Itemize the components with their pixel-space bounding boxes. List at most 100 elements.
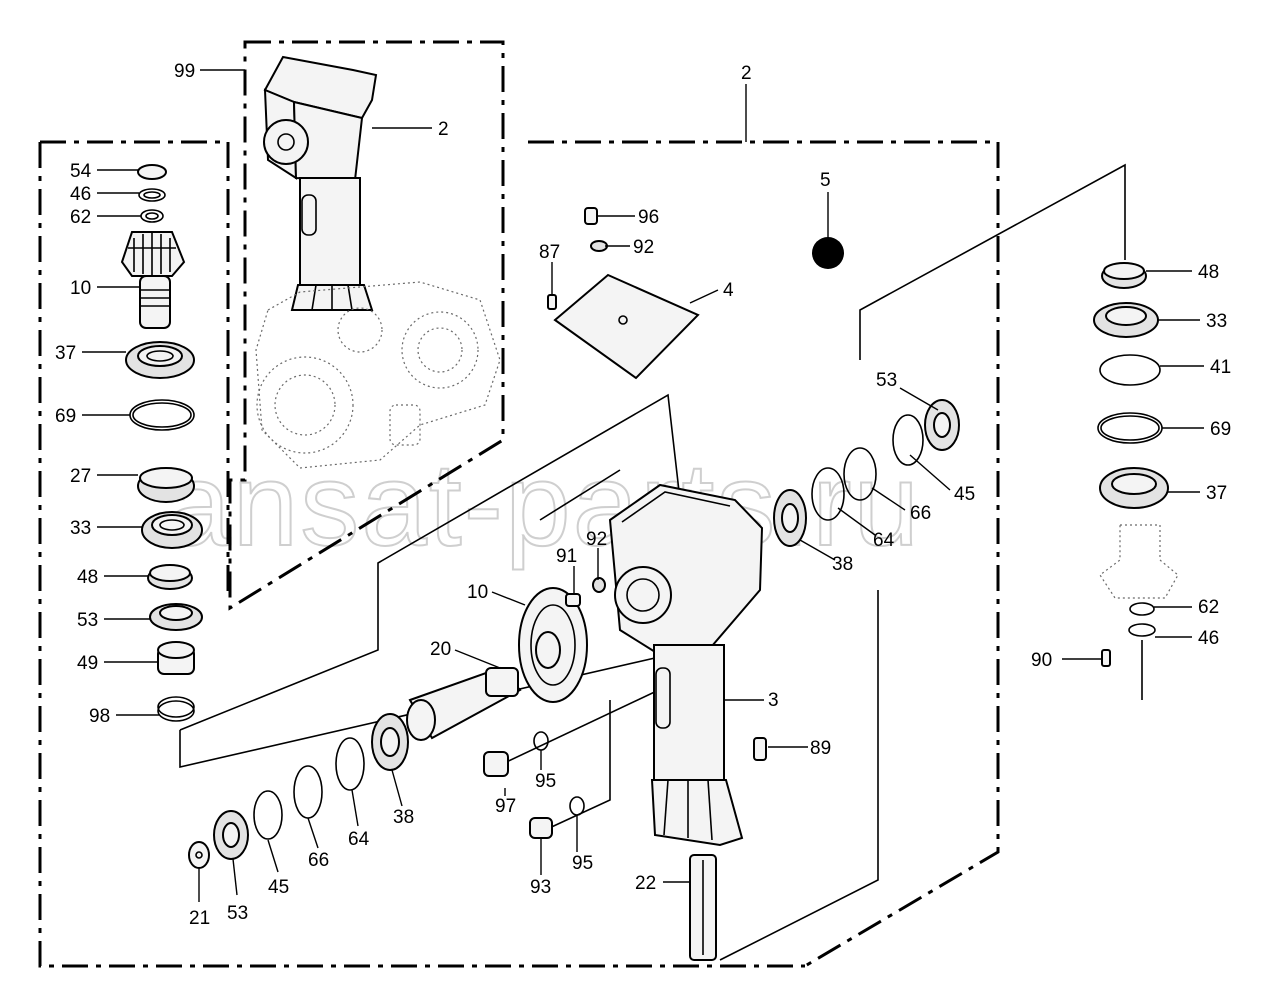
callout-22: 22 xyxy=(635,873,656,894)
frame-housing-2 xyxy=(528,140,1000,968)
callout-93: 93 xyxy=(530,877,551,898)
callout-95-b: 95 xyxy=(572,853,593,874)
callout-37: 37 xyxy=(55,343,76,364)
nut-48 xyxy=(147,564,193,590)
o-ring-66-right xyxy=(843,447,877,501)
callout-53: 53 xyxy=(77,610,98,631)
callout-99: 99 xyxy=(174,61,195,82)
callout-5: 5 xyxy=(820,170,831,191)
assembly-line-box xyxy=(179,393,681,731)
seal-53-shaft xyxy=(213,810,249,860)
pin-90 xyxy=(1101,649,1111,667)
cup-27 xyxy=(137,467,195,503)
screw-89 xyxy=(753,737,767,761)
bevel-gear-10 xyxy=(120,231,186,329)
callout-46: 46 xyxy=(70,184,91,205)
callout-97: 97 xyxy=(495,796,516,817)
callout-64-right: 64 xyxy=(873,530,895,551)
shim-46-right xyxy=(1128,623,1156,637)
callout-37-right: 37 xyxy=(1206,483,1227,504)
shim-62 xyxy=(140,209,164,223)
callout-69-right: 69 xyxy=(1210,419,1231,440)
callout-41: 41 xyxy=(1210,357,1231,378)
callout-66-right: 66 xyxy=(910,503,931,524)
callout-2-assembly: 2 xyxy=(438,119,449,140)
callout-53-shaft: 53 xyxy=(227,903,248,924)
callout-33-right: 33 xyxy=(1206,311,1227,332)
circlip-45 xyxy=(253,790,283,840)
assembly-line-shaft xyxy=(539,469,621,521)
shim-62-right xyxy=(1129,602,1155,616)
washer-95a xyxy=(533,731,549,751)
assembly-line-93 xyxy=(544,700,611,831)
shaft-22 xyxy=(689,854,717,961)
breather-96 xyxy=(584,207,598,225)
callout-3: 3 xyxy=(768,690,779,711)
assembly-line-97 xyxy=(499,679,681,766)
assembly-line-22 xyxy=(719,590,879,961)
washer-92 xyxy=(592,577,606,593)
plug-91 xyxy=(565,593,581,607)
callout-4: 4 xyxy=(723,280,734,301)
callout-45: 45 xyxy=(268,877,289,898)
callout-53-right: 53 xyxy=(876,370,897,391)
bearing-37-right xyxy=(1099,467,1169,509)
clamp-98 xyxy=(157,696,195,722)
callout-49: 49 xyxy=(77,653,98,674)
callout-46-right: 46 xyxy=(1198,628,1219,649)
callout-92-top: 92 xyxy=(633,237,654,258)
plug-97 xyxy=(483,751,509,777)
callout-62-right: 62 xyxy=(1198,597,1219,618)
seal-53 xyxy=(149,603,203,631)
service-dot-5 xyxy=(812,237,844,269)
circlip-45-right xyxy=(892,414,924,466)
leader-lines xyxy=(82,69,1204,902)
pinion-shaft-20 xyxy=(406,666,522,741)
callout-69: 69 xyxy=(55,406,76,427)
callout-64: 64 xyxy=(348,829,370,850)
watermark: ansat-parts.ru xyxy=(165,439,921,571)
washer-95b xyxy=(569,796,585,816)
cover-plate-4 xyxy=(553,273,700,380)
callout-89: 89 xyxy=(810,738,831,759)
o-ring-64 xyxy=(335,737,365,791)
callout-96: 96 xyxy=(638,207,659,228)
callout-66: 66 xyxy=(308,850,329,871)
callout-95-a: 95 xyxy=(535,771,556,792)
washer-92-top xyxy=(590,240,608,252)
circlip-41 xyxy=(1099,354,1161,386)
callout-2-frame: 2 xyxy=(741,63,752,84)
bearing-38 xyxy=(371,713,409,771)
o-ring-69-right xyxy=(1097,412,1163,444)
callout-92: 92 xyxy=(586,529,607,550)
callout-10-large: 10 xyxy=(467,582,488,603)
gearbox-housing-3 xyxy=(608,483,764,847)
callout-87: 87 xyxy=(539,242,560,263)
callout-45-right: 45 xyxy=(954,484,975,505)
frame-assembly-99 xyxy=(228,40,505,611)
collar-49 xyxy=(157,641,195,675)
seal-53-right xyxy=(924,399,960,451)
o-ring-64-right xyxy=(811,467,845,521)
callout-91: 91 xyxy=(556,546,577,567)
ghost-gearbox-outline xyxy=(255,281,501,469)
bearing-33-right xyxy=(1093,302,1159,338)
callout-33: 33 xyxy=(70,518,91,539)
callout-98: 98 xyxy=(89,706,110,727)
callout-48: 48 xyxy=(77,567,98,588)
bevel-gear-10-large xyxy=(518,587,588,703)
screw-87 xyxy=(547,294,557,310)
callout-38-right: 38 xyxy=(832,554,853,575)
callout-21: 21 xyxy=(189,908,210,929)
callout-27: 27 xyxy=(70,466,91,487)
frame-left-parts xyxy=(38,140,805,968)
callout-labels: 99 2 2 5 54 46 62 10 37 69 27 33 48 53 4… xyxy=(55,61,1231,929)
callout-62: 62 xyxy=(70,207,91,228)
callout-38: 38 xyxy=(393,807,414,828)
callout-90: 90 xyxy=(1031,650,1052,671)
bearing-38-right xyxy=(773,489,807,547)
callout-54: 54 xyxy=(70,161,92,182)
plug-54 xyxy=(137,164,167,180)
nut-48-right xyxy=(1101,262,1147,289)
